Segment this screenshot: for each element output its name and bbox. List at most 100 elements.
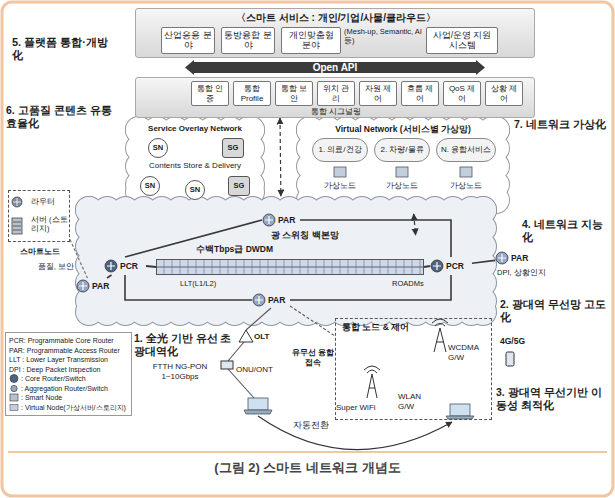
par-router: PAR — [262, 212, 300, 228]
annotation-label: (Mesh-up, Semantic, AI 등) — [344, 27, 422, 45]
annotation-label: ROADMs — [392, 279, 442, 288]
sn-node: SN — [185, 180, 205, 200]
platform-function-box: QoS 제어 — [443, 81, 481, 106]
router-body — [431, 260, 443, 272]
wifi-tower — [364, 366, 380, 373]
node-text: PCR — [120, 261, 138, 271]
annotation-label: FTTH NG-PON 1~10Gbps — [150, 362, 210, 381]
callout-heading: 3. 광대역 무선기반 이동성 최적化 — [496, 386, 610, 411]
node-text: 스마트노드 — [5, 247, 75, 256]
wifi-tower — [367, 374, 377, 398]
connector — [146, 266, 156, 267]
router-icon — [430, 259, 444, 273]
router-body — [496, 252, 508, 264]
router-body — [77, 280, 89, 292]
legend-text: LLT : Lower Layer Transmission — [9, 355, 108, 365]
smart-node-box: 라우터서버 (스토리지)스마트노드 — [8, 190, 70, 242]
node-text: PAR — [92, 281, 109, 291]
par-router: PAR — [495, 250, 533, 266]
connector — [424, 266, 430, 267]
figure-caption: (그림 2) 스마트 네트워크 개념도 — [0, 459, 615, 477]
router-icon — [13, 198, 21, 206]
node-text: 흐름 제어 — [404, 84, 436, 102]
legend-row: : Virtual Node(가상서버/스토리지) — [9, 403, 128, 413]
node-text: Service Overlay Network — [133, 124, 257, 134]
dwdm-channel — [157, 267, 423, 268]
node-text: SG — [228, 144, 239, 153]
legend-symbol — [9, 374, 19, 383]
callout-heading: 6. 고품질 콘텐츠 유통 효율化 — [6, 104, 124, 129]
service-box: 사업/운영 지원 시스템 — [426, 27, 498, 54]
phone-icon — [506, 352, 514, 366]
annotation-label: 4G/5G — [500, 336, 540, 346]
callout-heading: 7. 네트워크 가상化 — [514, 118, 609, 131]
legend-row: : Aggregation Router/Switch — [9, 384, 128, 394]
annotation-label: 자동전환 — [286, 420, 336, 430]
legend-symbol — [10, 375, 18, 383]
node-text: 〈스마트 서비스 : 개인/기업/사물/클라우드〉 — [136, 12, 536, 24]
handover-arrow — [258, 416, 452, 450]
service-box: 통방융합 분야 — [221, 27, 275, 54]
laptop-icon — [446, 404, 474, 419]
virtual-node-icon — [396, 167, 408, 177]
node-text: PAR — [268, 295, 285, 305]
annotation-label: ONU/ONT — [236, 365, 286, 375]
node-text: 위치 관리 — [320, 84, 352, 102]
legend-row: : Core Router/Switch — [9, 374, 128, 384]
virtual-service: 2. 차량/물류 — [374, 138, 430, 162]
node-text: 통방융합 분야 — [224, 31, 272, 51]
node-text: 사업/운영 지원 시스템 — [429, 31, 495, 51]
virtual-cloud: Virtual Network (서비스별 가상망)1. 의료/건강2. 차량/… — [296, 116, 510, 214]
node-text: 라우터 — [31, 197, 69, 206]
cloud-fill — [89, 210, 483, 312]
legend-text: PCR: Programmable Core Router — [9, 336, 114, 346]
overlay-cloud: Service Overlay NetworkContents Store & … — [125, 116, 265, 206]
laptop-icon — [244, 398, 272, 414]
router-arrows — [107, 262, 115, 270]
callout-heading: 1. 全光 기반 유선 초광대역化 — [134, 332, 234, 357]
node-text: PCR — [446, 261, 464, 271]
service-box: 개인맞춤형 분야 — [281, 27, 341, 54]
callout-heading: 5. 플랫폼 통합·개방化 — [12, 36, 112, 62]
server-icon — [12, 218, 22, 234]
node-text: N. 융합서비스 — [441, 145, 491, 154]
service-panel: 〈스마트 서비스 : 개인/기업/사물/클라우드〉산업응용 분야통방융합 분야개… — [135, 8, 535, 58]
platform-function-box: 상황 제어 — [485, 81, 523, 106]
node-text: 자원 제어 — [362, 84, 394, 102]
legend-text: : Virtual Node(가상서버/스토리지) — [21, 403, 126, 413]
legend-text: : Aggregation Router/Switch — [21, 384, 108, 394]
legend-symbol — [9, 384, 19, 393]
router-body — [253, 294, 265, 306]
router-icon — [76, 279, 90, 293]
legend-text: PAR: Programmable Access Router — [9, 346, 120, 356]
laptop-icon — [248, 398, 268, 410]
node-text: 통합 보안 — [278, 84, 310, 102]
node-text: PAR — [278, 215, 295, 225]
legend-row: PCR: Programmable Core Router — [9, 336, 128, 346]
annotation-label: WCDMA G/W — [448, 343, 490, 362]
sn-node: SN — [148, 138, 168, 158]
virtual-node-icon — [460, 167, 472, 177]
smart-node-icons — [12, 197, 22, 234]
legend-box: PCR: Programmable Core RouterPAR: Progra… — [5, 332, 132, 416]
platform-panel: 통합 시그널링통합 인증통합 Profile통합 보안위치 관리자원 제어흐름 … — [135, 77, 535, 118]
router-icon — [104, 259, 118, 273]
wifi-tower — [364, 366, 380, 398]
node-text: 개인맞춤형 분야 — [284, 31, 338, 51]
legend-text: : Core Router/Switch — [21, 374, 86, 384]
node-text: SN — [190, 186, 200, 195]
node-text: 1. 의료/건강 — [318, 145, 361, 154]
backbone-cloud: 광 스위칭 백본망PARPCR수백Tbps급 DWDMPCRPARPARPAR — [75, 196, 497, 326]
onu-icon — [221, 361, 233, 369]
fiber-line — [228, 342, 244, 361]
legend-text: : Smart Node — [21, 393, 62, 403]
platform-function-box: 통합 보안 — [275, 81, 313, 106]
node-text: Open API — [313, 62, 358, 74]
router-icon — [12, 197, 22, 207]
legend-symbol — [10, 394, 18, 401]
platform-function-box: 흐름 제어 — [401, 81, 439, 106]
dwdm-body — [157, 260, 424, 275]
annotation-label: DPI, 상황인지 — [497, 268, 597, 277]
